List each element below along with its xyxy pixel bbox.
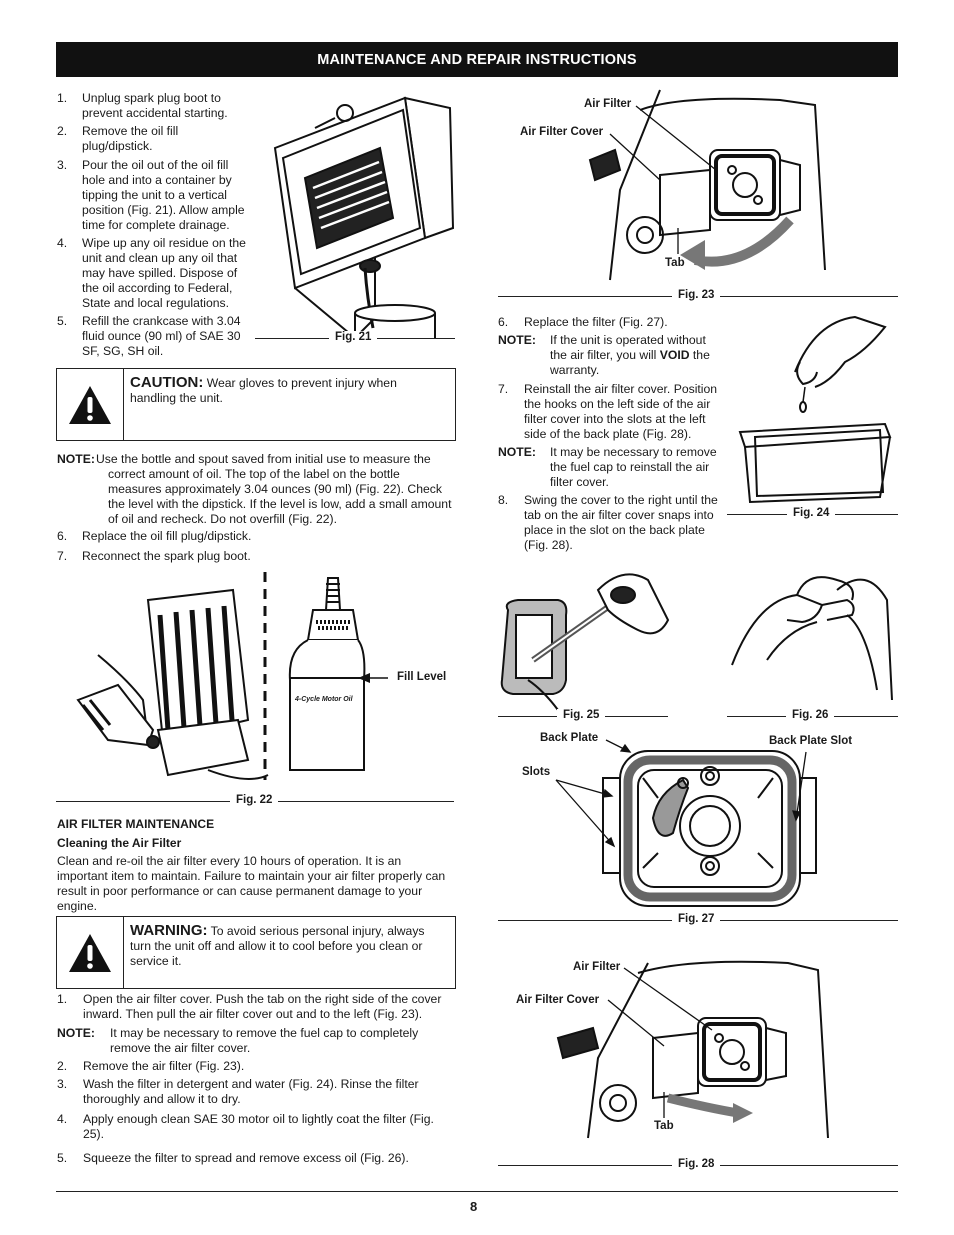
fig-27-illustration: [602, 750, 817, 907]
step-6-text: Replace the oil fill plug/dipstick.: [82, 529, 252, 543]
fig-27-caption: Fig. 27: [672, 913, 721, 925]
fig23-tab-label: Tab: [665, 257, 685, 269]
fig23-air-filter-cover-label: Air Filter Cover: [520, 126, 604, 138]
fig-22-caption: Fig. 22: [230, 794, 279, 806]
step-6b-text: Replace the filter (Fig. 27).: [524, 315, 668, 329]
warning-triangle-icon: [57, 917, 124, 988]
fig28-tab-label: Tab: [654, 1120, 674, 1132]
fig28-air-filter-cover-label: Air Filter Cover: [516, 994, 600, 1006]
af-note-text: It may be necessary to remove the fuel c…: [110, 1026, 419, 1055]
section-header: MAINTENANCE AND REPAIR INSTRUCTIONS: [56, 42, 898, 77]
fig-28-caption: Fig. 28: [672, 1158, 721, 1170]
back-plate-label: Back Plate: [540, 732, 599, 744]
af-step-1-text: Open the air filter cover. Push the tab …: [83, 992, 442, 1021]
fig23-air-filter-label: Air Filter: [584, 98, 632, 110]
page-number: 8: [470, 1199, 478, 1214]
fig-22-illustration: [76, 572, 388, 780]
fig-24-illustration: [738, 315, 892, 504]
fig-23-caption: Fig. 23: [672, 289, 721, 301]
step-1-text: Unplug spark plug boot to prevent accide…: [82, 91, 228, 120]
step-7b-text: Reinstall the air filter cover. Position…: [524, 382, 718, 441]
caution-text: Wear gloves to prevent injury when handl…: [130, 376, 397, 405]
fig-21-illustration: [273, 96, 455, 340]
note-void-text: If the unit is operated without the air …: [550, 333, 710, 377]
fig-25-illustration: [500, 573, 670, 711]
fig-26-illustration: [731, 576, 893, 701]
note1-text: Use the bottle and spout saved from init…: [96, 452, 452, 526]
fig-28-illustration: [556, 960, 829, 1139]
warning-text: To avoid serious personal injury, always…: [130, 924, 425, 968]
air-filter-subheading: Cleaning the Air Filter: [57, 836, 182, 850]
air-filter-intro: Clean and re-oil the air filter every 10…: [57, 854, 446, 913]
fill-level-label: Fill Level: [397, 671, 447, 683]
step-7-text: Reconnect the spark plug boot.: [82, 549, 251, 563]
warning-title: WARNING:: [130, 922, 208, 939]
step-3-text: Pour the oil out of the oil fill hole an…: [82, 158, 245, 232]
caution-title: CAUTION:: [130, 374, 204, 391]
fig-22-bottle-label: 4-Cycle Motor Oil: [295, 696, 353, 703]
af-step-4-text: Apply enough clean SAE 30 motor oil to l…: [83, 1112, 434, 1141]
af-step-3-text: Wash the filter in detergent and water (…: [83, 1077, 419, 1106]
caution-box: CAUTION: Wear gloves to prevent injury w…: [56, 368, 456, 441]
fig-26-caption: Fig. 26: [786, 709, 835, 721]
fig-25-caption: Fig. 25: [557, 709, 606, 721]
back-plate-slot-label: Back Plate Slot: [769, 735, 853, 747]
air-filter-heading: AIR FILTER MAINTENANCE: [57, 817, 215, 831]
fig28-air-filter-label: Air Filter: [573, 961, 621, 973]
fig-21-caption: Fig. 21: [329, 331, 378, 343]
step-4-text: Wipe up any oil residue on the unit and …: [82, 236, 246, 310]
step-5-text: Refill the crankcase with 3.04 fluid oun…: [82, 314, 241, 358]
warning-triangle-icon: [57, 369, 124, 440]
step-8b-text: Swing the cover to the right until the t…: [524, 493, 718, 552]
note-fuel-cap-text: It may be necessary to remove the fuel c…: [550, 445, 717, 489]
af-step-5-text: Squeeze the filter to spread and remove …: [83, 1151, 409, 1165]
af-step-2-text: Remove the air filter (Fig. 23).: [83, 1059, 245, 1073]
slots-label: Slots: [522, 766, 551, 778]
section-title: MAINTENANCE AND REPAIR INSTRUCTIONS: [317, 51, 637, 68]
step-2-text: Remove the oil fill plug/dipstick.: [82, 124, 179, 153]
fig-24-caption: Fig. 24: [787, 507, 836, 519]
warning-box: WARNING: To avoid serious personal injur…: [56, 916, 456, 989]
fig-23-illustration: [588, 89, 826, 281]
